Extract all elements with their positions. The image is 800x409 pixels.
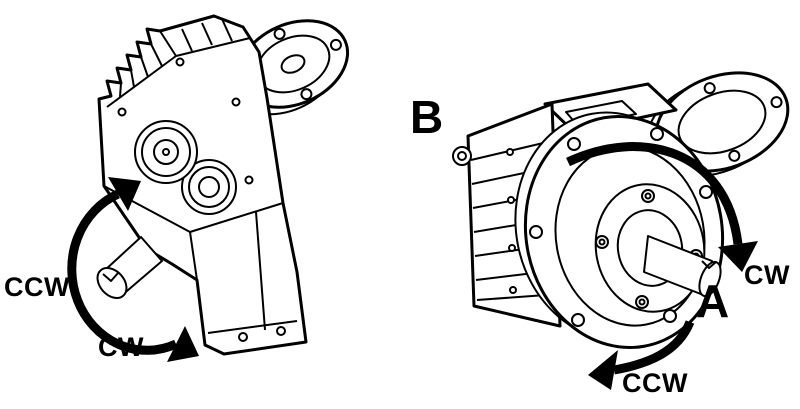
label-cw-right: CW xyxy=(744,260,790,290)
label-view-b: B xyxy=(410,91,444,143)
left-arrowhead-cw xyxy=(167,326,199,362)
right-output-shaft xyxy=(643,235,722,298)
right-lug xyxy=(452,146,472,166)
left-bearing-covers xyxy=(134,120,237,215)
right-arrowhead-ccw xyxy=(588,350,618,390)
left-shaft-keyway xyxy=(102,272,119,282)
label-cw-left: CW xyxy=(98,332,144,362)
label-ccw-right: CCW xyxy=(622,368,688,398)
right-side-bolts xyxy=(506,148,517,294)
right-arrowhead-cw xyxy=(718,241,758,272)
left-housing-edges xyxy=(103,185,298,334)
left-output-shaft xyxy=(96,236,163,299)
label-shaft-a: A xyxy=(696,275,730,327)
left-gearmotor-illustration xyxy=(67,14,350,362)
right-shaft-keyway xyxy=(701,260,717,269)
label-ccw-left: CCW xyxy=(4,272,70,302)
left-arrowhead-ccw xyxy=(108,177,141,211)
left-rotation-arrow xyxy=(67,177,199,362)
left-cooling-fins xyxy=(106,18,251,108)
left-foot-bolt-holes xyxy=(238,326,286,342)
right-gearmotor-illustration xyxy=(452,71,790,390)
right-rotation-arrow xyxy=(566,142,758,390)
right-flange-bolt-holes xyxy=(529,127,713,327)
